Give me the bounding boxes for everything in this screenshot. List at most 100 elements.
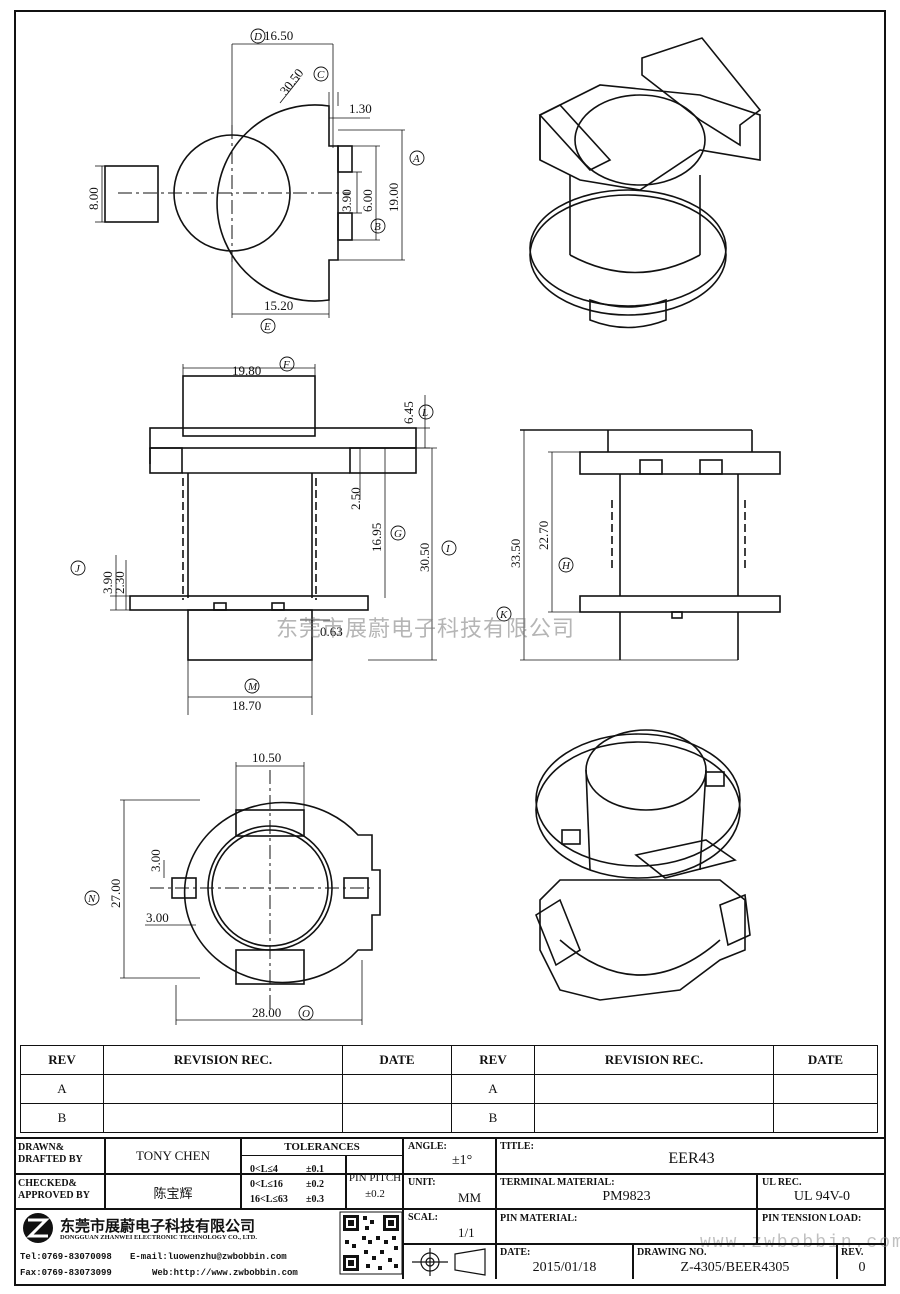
top-view: [95, 28, 425, 334]
label-m: M: [247, 681, 258, 693]
dim-bottom-3: 27.00: [108, 879, 123, 908]
checked-by-label: CHECKED& APPROVED BY: [18, 1178, 90, 1201]
dim-top-3: 1.30: [349, 101, 372, 116]
dim-top-6: 6.00: [360, 189, 375, 212]
terminal-material-label: TERMINAL MATERIAL:: [500, 1177, 615, 1188]
dim-top-1: 16.50: [264, 28, 293, 43]
date-value: 2015/01/18: [532, 1260, 597, 1275]
angle-value: ±1°: [452, 1153, 473, 1168]
label-f: F: [282, 359, 290, 371]
isometric-view-bottom: [535, 729, 751, 1001]
dim-side-1: 33.50: [508, 539, 523, 568]
revision-rec-cell: [534, 1103, 774, 1133]
drawn-by-label: DRAWN& DRAFTED BY: [18, 1142, 83, 1165]
dim-front-8: 0.63: [320, 624, 343, 639]
dim-top-7: 19.00: [386, 183, 401, 212]
dim-front-9: 18.70: [232, 698, 261, 713]
drawn-by-value: TONY CHEN: [135, 1148, 211, 1163]
label-l: L: [421, 407, 428, 419]
tol-range-2: 0<L≤16: [250, 1179, 283, 1190]
dim-front-4: 16.95: [369, 523, 384, 552]
label-i: I: [445, 543, 451, 555]
label-d: D: [253, 31, 262, 43]
side-view: [496, 429, 781, 661]
rev-cell: B: [20, 1103, 104, 1133]
rev-label: REV.: [841, 1247, 864, 1258]
dim-front-5: 30.50: [417, 543, 432, 572]
label-j: J: [75, 563, 81, 575]
revision-table: REV REVISION REC. DATE REV REVISION REC.…: [20, 1045, 878, 1133]
title-value: EER43: [668, 1150, 715, 1167]
label-n: N: [87, 893, 96, 905]
company-tel: Tel:0769-83070098: [20, 1252, 112, 1262]
dim-top-8: 15.20: [264, 298, 293, 313]
company-name-cn: 东莞市展蔚电子科技有限公司: [60, 1217, 256, 1235]
label-a: A: [412, 153, 420, 165]
unit-label: UNIT:: [408, 1177, 436, 1188]
company-email: E-mail:luowenzhu@zwbobbin.com: [130, 1252, 287, 1262]
dim-bottom-2: 3.00: [148, 849, 163, 872]
watermark-text: 东莞市展蔚电子科技有限公司: [276, 617, 576, 642]
tol-value-3: ±0.3: [306, 1194, 324, 1205]
date-cell: [342, 1103, 452, 1133]
rev-cell: B: [451, 1103, 535, 1133]
label-h: H: [561, 560, 571, 572]
date-header-2: DATE: [773, 1045, 878, 1075]
pin-pitch-value: ±0.2: [365, 1188, 385, 1200]
dim-bottom-4: 3.00: [146, 910, 169, 925]
date-cell: [773, 1103, 878, 1133]
dim-front-1: 19.80: [232, 363, 261, 378]
pin-tension-label: PIN TENSION LOAD:: [762, 1213, 862, 1224]
drawing-no-label: DRAWING NO.: [637, 1247, 707, 1258]
label-e: E: [263, 321, 271, 333]
pin-material-label: PIN MATERIAL:: [500, 1213, 578, 1224]
angle-label: ANGLE:: [408, 1141, 447, 1152]
rev-header-2: REV: [451, 1045, 535, 1075]
dim-side-2: 22.70: [536, 521, 551, 550]
drawing-sheet: [14, 10, 886, 1286]
dim-top-5: 3.90: [339, 189, 354, 212]
unit-value: MM: [458, 1190, 482, 1205]
terminal-material-value: PM9823: [602, 1189, 651, 1204]
tolerances-label: TOLERANCES: [284, 1141, 360, 1153]
date-header-1: DATE: [342, 1045, 452, 1075]
isometric-view-top: [529, 37, 762, 329]
revision-rec-cell: [534, 1074, 774, 1104]
company-fax: Fax:0769-83073099: [20, 1268, 112, 1278]
tol-range-3: 16<L≤63: [250, 1194, 288, 1205]
date-cell: [342, 1074, 452, 1104]
tol-range-1: 0<L≤4: [250, 1164, 278, 1175]
dim-front-3: 2.50: [348, 487, 363, 510]
label-b: B: [374, 221, 381, 233]
company-web: Web:http://www.zwbobbin.com: [152, 1268, 298, 1278]
dim-front-2: 6.45: [401, 401, 416, 424]
drawing-no-value: Z-4305/BEER4305: [680, 1260, 790, 1275]
pin-pitch-label: PIN PITCH: [348, 1172, 402, 1184]
ul-rec-label: UL REC.: [762, 1177, 802, 1188]
revision-rec-cell: [103, 1074, 343, 1104]
label-c: C: [317, 69, 325, 81]
label-k: K: [499, 609, 508, 621]
dim-front-7: 2.30: [112, 571, 127, 594]
tol-value-1: ±0.1: [306, 1164, 324, 1175]
ul-rec-value: UL 94V-0: [793, 1189, 851, 1204]
revision-rec-header-1: REVISION REC.: [103, 1045, 343, 1075]
company-name-en: DONGGUAN ZHANWEI ELECTRONIC TECHNOLOGY C…: [60, 1234, 257, 1241]
dim-top-4: 8.00: [86, 187, 101, 210]
scale-value: 1/1: [458, 1225, 475, 1240]
tol-value-2: ±0.2: [306, 1179, 324, 1190]
dim-front-6: 3.90: [100, 571, 115, 594]
date-label: DATE:: [500, 1247, 531, 1258]
dim-bottom-1: 10.50: [252, 750, 281, 765]
front-view: [70, 356, 457, 715]
dim-bottom-5: 28.00: [252, 1005, 281, 1020]
label-g: G: [394, 528, 402, 540]
revision-rec-cell: [103, 1103, 343, 1133]
checked-by-value: 陈宝辉: [153, 1187, 193, 1202]
date-cell: [773, 1074, 878, 1104]
